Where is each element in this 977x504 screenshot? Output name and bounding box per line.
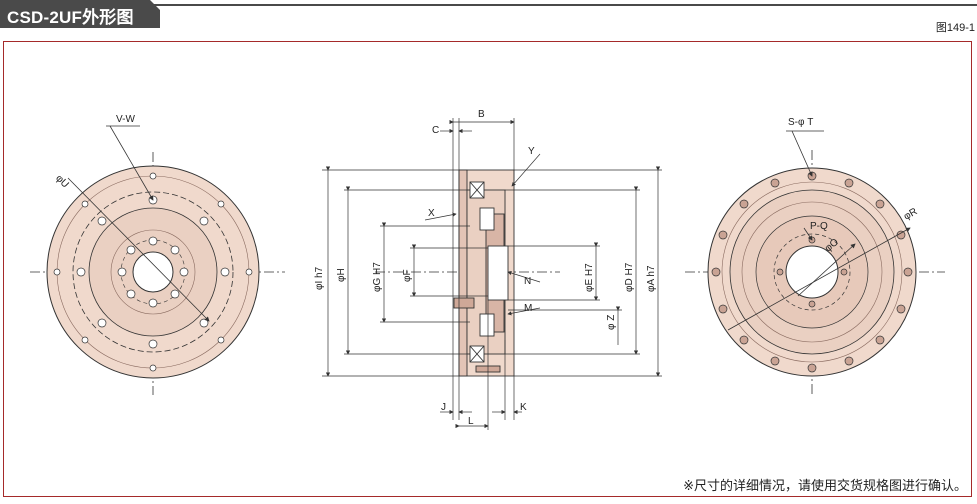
right-outer-holes — [711, 171, 913, 373]
section-view: B C Y X N M J L K φI h7 φH φG H7 φF φE H… — [314, 109, 662, 430]
label-phie: φE H7 — [584, 263, 595, 292]
left-view: V-W φU — [30, 114, 285, 395]
figure-number: 图149-1 — [935, 22, 975, 34]
footnote: ※尺寸的详细情况，请使用交货规格图进行确认。 — [683, 478, 967, 493]
label-phiu: φU — [53, 173, 70, 190]
label-k: K — [520, 402, 527, 413]
label-b: B — [478, 109, 485, 120]
right-view: S-φ T φR P-Q φO — [685, 117, 945, 395]
label-j: J — [441, 402, 446, 413]
header-tab — [0, 0, 160, 28]
label-phir: φR — [902, 206, 919, 222]
label-m: M — [524, 303, 532, 314]
label-phid: φD H7 — [624, 262, 635, 292]
label-n: N — [524, 276, 531, 287]
header-tab-shape — [0, 0, 160, 28]
label-phif: φF — [402, 269, 413, 282]
label-phia: φA h7 — [646, 265, 657, 292]
label-c: C — [432, 125, 439, 136]
left-inner-holes — [117, 236, 189, 308]
label-phig: φG H7 — [372, 262, 383, 292]
right-inner-holes — [776, 236, 848, 308]
label-phih: φH — [336, 268, 347, 282]
label-st: S-φ T — [788, 117, 813, 128]
drawing-frame — [3, 41, 972, 497]
label-vw: V-W — [116, 114, 135, 125]
label-l: L — [468, 416, 474, 427]
left-bore — [132, 251, 174, 293]
label-pq: P-Q — [810, 221, 828, 232]
section-body — [453, 169, 515, 377]
section-dimensions — [322, 118, 662, 430]
label-phii: φI h7 — [314, 266, 325, 290]
page-title: CSD-2UF外形图 — [7, 8, 134, 27]
label-x: X — [428, 208, 435, 219]
header-divider — [150, 4, 977, 6]
right-bore — [785, 245, 839, 299]
label-phiz: φ Z — [606, 315, 617, 330]
label-y: Y — [528, 146, 535, 157]
